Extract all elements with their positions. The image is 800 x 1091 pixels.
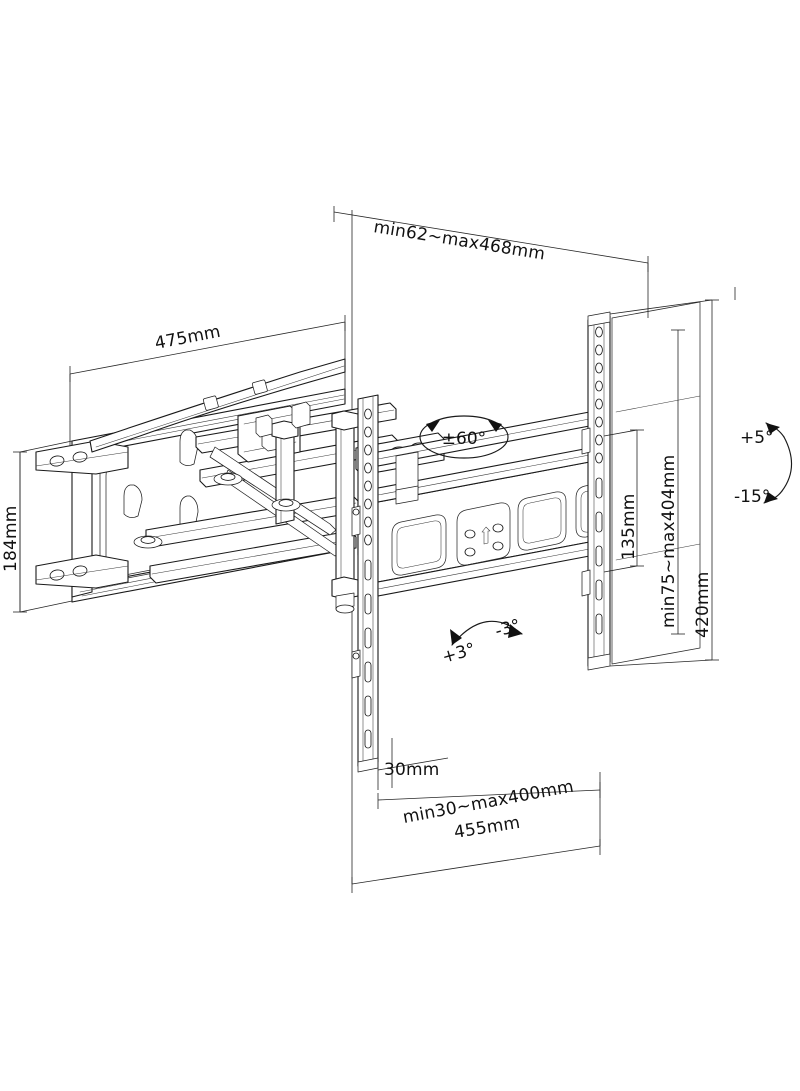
dim-label-vesa-height-spacing: 135mm (619, 493, 639, 560)
angle-label-tilt-down: -15° (734, 487, 770, 507)
angle-label-swivel: ±60° (442, 429, 486, 449)
angle-label-tilt-up: +5° (740, 428, 774, 448)
dimension-panel-rail-height: 420mm (609, 299, 719, 667)
angle-label-level-left: +3° (440, 639, 478, 667)
dimension-panel-rail-width: 455mm (351, 813, 601, 893)
dim-label-extension-depth: min62~max468mm (372, 217, 546, 264)
dimension-vesa-height-range: min75~max404mm (659, 329, 685, 635)
dim-label-rail-offset: 30mm (384, 760, 440, 780)
tv-panel-plane (611, 301, 701, 665)
right-vertical-rail (581, 311, 611, 671)
dim-label-wall-plate-width: 475mm (153, 322, 222, 354)
dim-label-wall-plate-height: 184mm (1, 505, 21, 572)
dim-label-panel-rail-height: 420mm (693, 571, 713, 638)
tilt-angle-indicator: +5° -15° (734, 422, 793, 507)
dim-label-panel-rail-width: 455mm (453, 813, 522, 843)
angle-label-level-right: -3° (493, 616, 523, 642)
dimension-vesa-height-spacing: 135mm (603, 429, 644, 573)
dimension-extension-depth: min62~max468mm (333, 206, 649, 272)
horizontal-crossbar (377, 409, 601, 597)
dim-label-vesa-height-range: min75~max404mm (659, 455, 679, 628)
level-angle-indicator: +3° -3° (440, 616, 523, 668)
dimension-wall-plate-height: 184mm (1, 440, 73, 613)
dimension-rail-offset: 30mm (377, 738, 449, 790)
swivel-angle-indicator: ±60° (419, 415, 509, 459)
